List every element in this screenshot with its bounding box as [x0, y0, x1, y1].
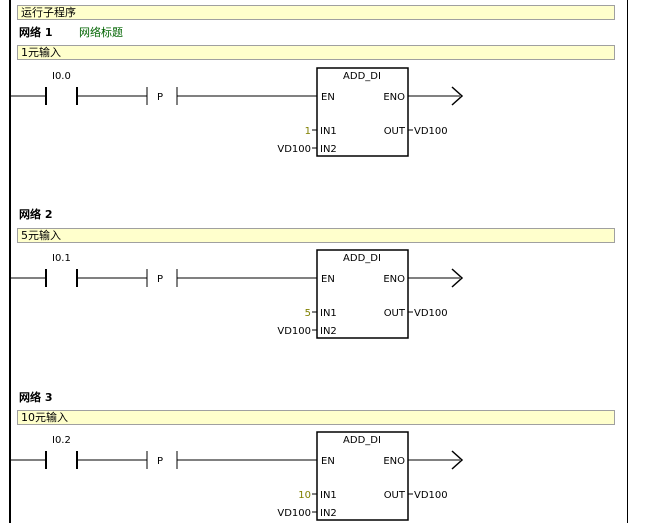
output-arrow-icon	[451, 268, 464, 288]
out-value[interactable]: VD100	[414, 490, 448, 501]
out-value[interactable]: VD100	[414, 126, 448, 137]
contact-label: I0.2	[52, 435, 71, 446]
in1-value[interactable]: 10	[298, 490, 311, 501]
network-3-comment[interactable]: 10元输入	[17, 410, 615, 425]
add-di-block[interactable]	[316, 67, 409, 157]
in1-value[interactable]: 5	[305, 308, 311, 319]
network-2-comment[interactable]: 5元输入	[17, 228, 615, 243]
block-name: ADD_DI	[343, 71, 381, 82]
contact-i0-2[interactable]	[45, 451, 78, 469]
contact-label: I0.0	[52, 71, 71, 82]
block-name: ADD_DI	[343, 435, 381, 446]
block-en: EN	[321, 456, 335, 467]
in2-value[interactable]: VD100	[277, 326, 311, 337]
block-in1: IN1	[320, 308, 337, 319]
edge-label: P	[157, 456, 163, 467]
block-out: OUT	[384, 308, 406, 319]
network-1-rung: I0.0 P ADD_DI EN ENO IN1 IN2 OUT 1 VD100…	[11, 67, 464, 157]
in1-value[interactable]: 1	[305, 126, 311, 137]
output-arrow-icon	[451, 450, 464, 470]
block-in1: IN1	[320, 490, 337, 501]
block-eno: ENO	[383, 92, 405, 103]
output-arrow-icon	[451, 86, 464, 106]
program-comment[interactable]: 运行子程序	[17, 5, 615, 20]
block-in2: IN2	[320, 144, 337, 155]
block-name: ADD_DI	[343, 253, 381, 264]
contact-label: I0.1	[52, 253, 71, 264]
block-en: EN	[321, 274, 335, 285]
edge-label: P	[157, 274, 163, 285]
edge-label: P	[157, 92, 163, 103]
block-en: EN	[321, 92, 335, 103]
contact-i0-0[interactable]	[45, 87, 78, 105]
network-1-title[interactable]: 网络标题	[79, 26, 123, 39]
network-1-comment[interactable]: 1元输入	[17, 45, 615, 60]
network-1-label[interactable]: 网络 1	[19, 26, 53, 39]
right-border	[627, 0, 628, 523]
block-out: OUT	[384, 126, 406, 137]
add-di-block[interactable]	[316, 249, 409, 339]
network-2-rung: I0.1 P ADD_DI EN ENO IN1 IN2 OUT 5 VD100…	[11, 249, 464, 339]
left-power-rail	[9, 0, 11, 523]
block-eno: ENO	[383, 274, 405, 285]
block-in2: IN2	[320, 508, 337, 519]
network-3-rung: I0.2 P ADD_DI EN ENO IN1 IN2 OUT 10 VD10…	[11, 431, 464, 521]
network-3-label[interactable]: 网络 3	[19, 391, 53, 404]
block-in2: IN2	[320, 326, 337, 337]
block-out: OUT	[384, 490, 406, 501]
block-eno: ENO	[383, 456, 405, 467]
network-2-label[interactable]: 网络 2	[19, 208, 53, 221]
in2-value[interactable]: VD100	[277, 508, 311, 519]
in2-value[interactable]: VD100	[277, 144, 311, 155]
block-in1: IN1	[320, 126, 337, 137]
contact-i0-1[interactable]	[45, 269, 78, 287]
out-value[interactable]: VD100	[414, 308, 448, 319]
add-di-block[interactable]	[316, 431, 409, 521]
